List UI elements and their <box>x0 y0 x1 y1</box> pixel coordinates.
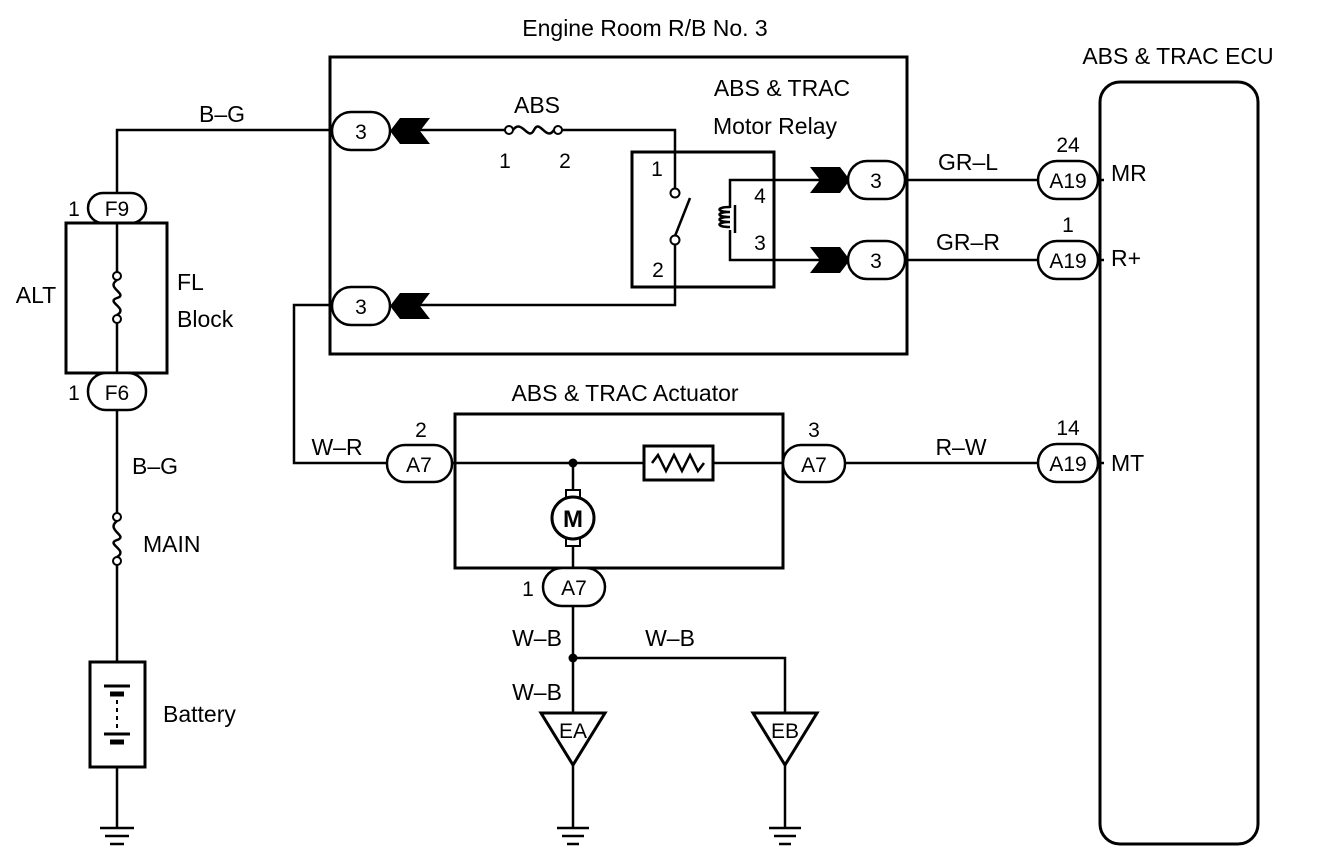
fl-block-connector-bottom: F6 <box>86 371 148 412</box>
battery-frame <box>88 660 147 769</box>
fl-block-label-line1: FL <box>177 269 204 295</box>
battery-icon <box>104 684 130 745</box>
ecu-terminal-mr: MR <box>1111 160 1147 186</box>
fl-block-alt-label: ALT <box>16 282 56 308</box>
actuator-pin-left: 2 <box>415 419 427 442</box>
wire-label-w-r: W–R <box>311 434 362 460</box>
relay-box-title: Engine Room R/B No. 3 <box>522 15 767 41</box>
ecu-pin-rplus: 1 <box>1062 214 1074 237</box>
motor-relay-frame <box>630 150 776 289</box>
svg-text:A7: A7 <box>406 454 432 477</box>
ecu-connector-rplus: A19 <box>1036 239 1100 281</box>
svg-text:3: 3 <box>355 121 367 144</box>
motor-relay-title-line2: Motor Relay <box>713 113 837 139</box>
abs-fuse-label: ABS <box>514 92 560 118</box>
wire-label-bg-top: B–G <box>199 101 245 127</box>
relay-box-connector-bottom-left: 3 <box>330 285 430 327</box>
fl-block-connector-top: F9 <box>86 191 148 225</box>
wire-label-w-b-1: W–B <box>512 625 562 651</box>
ecu-connector-mr: A19 <box>1036 159 1100 201</box>
svg-text:3: 3 <box>870 170 882 193</box>
wire-label-w-b-2: W–B <box>645 625 695 651</box>
relay-box-frame <box>328 55 909 356</box>
svg-text:EB: EB <box>771 720 799 743</box>
wires <box>115 128 1104 828</box>
svg-text:F9: F9 <box>105 198 130 221</box>
actuator-title: ABS & TRAC Actuator <box>511 380 738 406</box>
ecu-title: ABS & TRAC ECU <box>1082 43 1273 69</box>
actuator-pin-bottom: 1 <box>522 578 534 601</box>
ecu-pin-mt: 14 <box>1056 417 1080 440</box>
relay-switch-icon <box>669 187 692 246</box>
actuator-connector-bottom: A7 <box>541 566 607 608</box>
fl-block-label-line2: Block <box>177 306 234 332</box>
ground-icon-battery <box>100 826 134 846</box>
wire-label-r-w: R–W <box>935 434 986 460</box>
relay-box-connector-right-bottom: 3 <box>810 239 907 281</box>
svg-text:3: 3 <box>870 250 882 273</box>
junction-dot-ground <box>568 653 578 663</box>
motor-relay-title-line1: ABS & TRAC <box>714 75 850 101</box>
ecu-terminal-rplus: R+ <box>1111 245 1141 271</box>
junction-dot-actuator <box>568 458 578 468</box>
svg-text:A19: A19 <box>1049 250 1086 273</box>
svg-text:A7: A7 <box>801 454 827 477</box>
ground-ea: EA <box>538 711 608 846</box>
fl-block-pin-top: 1 <box>68 198 80 221</box>
actuator-pin-right: 3 <box>808 419 820 442</box>
wire-label-bg-lower: B–G <box>132 453 178 479</box>
abs-fuse-pin-2: 2 <box>559 150 571 173</box>
relay-pin-4: 4 <box>754 185 766 208</box>
relay-pin-3: 3 <box>754 232 766 255</box>
ecu-pin-mr: 24 <box>1056 134 1080 157</box>
svg-text:3: 3 <box>355 296 367 319</box>
svg-text:A19: A19 <box>1049 453 1086 476</box>
abs-fuse-pin-1: 1 <box>499 150 511 173</box>
wire-label-gr-r: GR–R <box>936 229 1000 255</box>
svg-text:A19: A19 <box>1049 170 1086 193</box>
relay-pin-2: 2 <box>652 259 664 282</box>
relay-box-connector-top-left: 3 <box>330 110 430 152</box>
relay-pin-1: 1 <box>651 158 663 181</box>
fl-fuse-icon <box>112 271 122 324</box>
ecu-frame <box>1098 80 1260 846</box>
resistor-icon <box>642 444 715 482</box>
ground-eb: EB <box>750 711 820 846</box>
main-fuse-label: MAIN <box>143 531 201 557</box>
svg-text:F6: F6 <box>105 382 130 405</box>
wire-label-gr-l: GR–L <box>938 149 998 175</box>
actuator-frame <box>453 412 785 570</box>
svg-text:M: M <box>563 506 583 533</box>
relay-coil-icon <box>718 205 737 233</box>
ecu-terminal-mt: MT <box>1111 450 1144 476</box>
svg-text:EA: EA <box>559 720 587 743</box>
ecu-connector-mt: A19 <box>1036 442 1100 484</box>
main-fuse-icon <box>112 512 122 566</box>
svg-text:A7: A7 <box>561 577 587 600</box>
battery-label: Battery <box>163 701 236 727</box>
actuator-connector-right: A7 <box>781 443 847 484</box>
actuator-connector-left: A7 <box>385 443 454 484</box>
motor-icon: M <box>550 489 596 547</box>
fl-block-pin-bottom: 1 <box>68 382 80 405</box>
relay-box-connector-right-top: 3 <box>810 159 907 201</box>
wire-label-w-b-3: W–B <box>512 679 562 705</box>
abs-fuse-icon <box>504 125 563 135</box>
